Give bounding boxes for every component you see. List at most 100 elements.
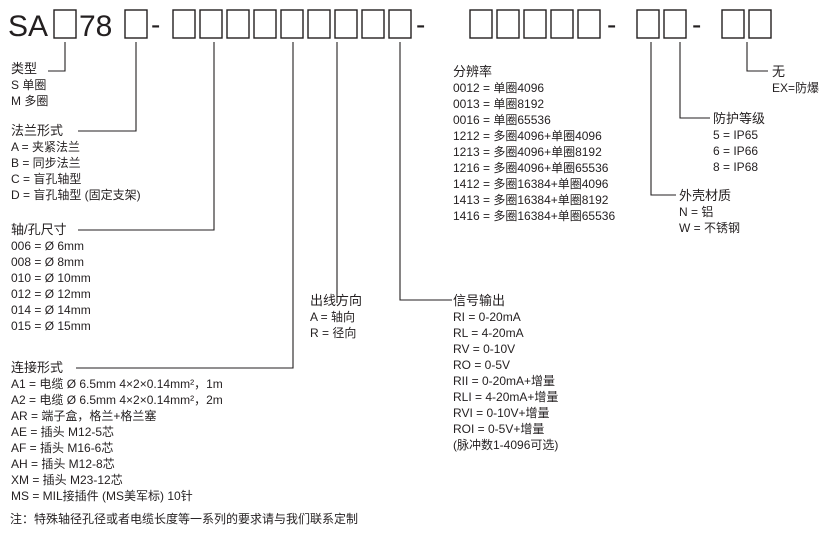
list-item: 1416 = 多圈16384+单圈65536 <box>453 209 616 223</box>
leader-shaft <box>78 42 215 231</box>
leader-protection <box>679 42 710 119</box>
list-item: 1213 = 多圈4096+单圈8192 <box>453 145 602 159</box>
leader-housing <box>650 42 676 196</box>
list-item: 8 = IP68 <box>713 160 759 174</box>
group-flange: 法兰形式 A = 夹紧法兰 B = 同步法兰 C = 盲孔轴型 D = 盲孔轴型… <box>11 122 141 203</box>
leader-explosion <box>746 42 768 72</box>
code-slot-type <box>53 9 77 39</box>
list-item: RVI = 0-10V+增量 <box>453 406 550 420</box>
code-separator-3: - <box>607 9 616 40</box>
group-explosion-title: 无 <box>772 64 786 79</box>
list-item: 012 = Ø 12mm <box>11 287 91 301</box>
list-item: S 单圈 <box>11 78 47 92</box>
code-slot-signal-1 <box>334 9 358 39</box>
group-outlet-title: 出线方向 <box>310 293 363 308</box>
group-connection-title: 连接形式 <box>11 360 64 375</box>
group-flange-title: 法兰形式 <box>11 123 64 138</box>
list-item: R = 径向 <box>310 326 357 340</box>
list-item: 6 = IP66 <box>713 144 759 158</box>
code-slot-signal-2 <box>361 9 385 39</box>
list-item: W = 不锈钢 <box>679 221 741 235</box>
list-item: A1 = 电缆 Ø 6.5mm 4×2×0.14mm²，1m <box>11 377 223 391</box>
code-slot-connection-2 <box>280 9 304 39</box>
list-item: RLI = 4-20mA+增量 <box>453 390 559 404</box>
list-item: B = 同步法兰 <box>11 156 81 170</box>
code-slot-shaft-3 <box>226 9 250 39</box>
list-item: D = 盲孔轴型 (固定支架) <box>11 188 141 202</box>
list-item: AE = 插头 M12-5芯 <box>11 425 115 439</box>
group-protection-title: 防护等级 <box>713 111 766 126</box>
list-item: RI = 0-20mA <box>453 310 521 324</box>
list-item: A = 轴向 <box>310 310 356 324</box>
code-slot-resolution-5 <box>577 9 601 39</box>
code-fixed: 78 <box>79 10 112 43</box>
group-protection: 防护等级 5 = IP65 6 = IP66 8 = IP68 <box>713 110 765 175</box>
group-resolution: 分辨率 0012 = 单圈4096 0013 = 单圈8192 0016 = 单… <box>453 63 615 224</box>
code-separator-4: - <box>692 9 701 40</box>
code-slot-explosion-1 <box>721 9 745 39</box>
list-item: MS = MIL接插件 (MS美军标) 10针 <box>11 489 193 503</box>
code-slot-shaft-1 <box>172 9 196 39</box>
list-item: 1216 = 多圈4096+单圈65536 <box>453 161 609 175</box>
group-outlet: 出线方向 A = 轴向 R = 径向 <box>310 292 362 341</box>
group-type-title: 类型 <box>11 61 38 76</box>
code-slot-housing <box>636 9 660 39</box>
list-item: EX=防爆 <box>772 81 820 95</box>
list-item: 0013 = 单圈8192 <box>453 97 545 111</box>
leader-connection <box>76 42 294 369</box>
list-item: RII = 0-20mA+增量 <box>453 374 556 388</box>
group-housing: 外壳材质 N = 铝 W = 不锈钢 <box>679 187 740 236</box>
list-item: 010 = Ø 10mm <box>11 271 91 285</box>
list-item: 5 = IP65 <box>713 128 759 142</box>
footnote: 注：特殊轴径孔径或者电缆长度等一系列的要求请与我们联系定制 <box>10 512 359 526</box>
list-item: ROI = 0-5V+增量 <box>453 422 545 436</box>
list-item: AF = 插头 M16-6芯 <box>11 441 114 455</box>
list-item: 1413 = 多圈16384+单圈8192 <box>453 193 609 207</box>
list-item: RL = 4-20mA <box>453 326 524 340</box>
list-item: C = 盲孔轴型 <box>11 172 82 186</box>
code-prefix: SA <box>8 10 48 43</box>
list-item: AH = 插头 M12-8芯 <box>11 457 115 471</box>
list-item: A2 = 电缆 Ø 6.5mm 4×2×0.14mm²，2m <box>11 393 223 407</box>
group-type: 类型 S 单圈 M 多圈 <box>11 60 48 109</box>
list-item: 006 = Ø 6mm <box>11 239 85 253</box>
list-item: 008 = Ø 8mm <box>11 255 85 269</box>
leader-signal <box>399 42 452 301</box>
group-housing-title: 外壳材质 <box>679 188 732 203</box>
group-shaft: 轴/孔尺寸 006 = Ø 6mm 008 = Ø 8mm 010 = Ø 10… <box>11 221 91 334</box>
list-item: RO = 0-5V <box>453 358 511 372</box>
code-slot-explosion-2 <box>748 9 772 39</box>
code-slot-signal-3 <box>388 9 412 39</box>
leader-flange <box>78 42 137 132</box>
code-slot-connection-1 <box>253 9 277 39</box>
code-slot-shaft-2 <box>199 9 223 39</box>
list-item: XM = 插头 M23-12芯 <box>11 473 123 487</box>
code-separator-2: - <box>416 9 425 40</box>
list-item: 014 = Ø 14mm <box>11 303 91 317</box>
code-separator-1: - <box>151 9 160 40</box>
group-resolution-title: 分辨率 <box>453 64 493 79</box>
group-explosion: 无 EX=防爆 <box>772 63 819 96</box>
code-slot-outlet <box>307 9 331 39</box>
group-signal: 信号输出 RI = 0-20mA RL = 4-20mA RV = 0-10V … <box>453 292 558 453</box>
list-item: AR = 端子盒，格兰+格兰塞 <box>11 409 157 423</box>
group-shaft-title: 轴/孔尺寸 <box>11 222 67 237</box>
code-slot-protection <box>663 9 687 39</box>
code-slot-flange <box>124 9 148 39</box>
group-connection: 连接形式 A1 = 电缆 Ø 6.5mm 4×2×0.14mm²，1m A2 =… <box>11 359 223 504</box>
code-slot-resolution-2 <box>496 9 520 39</box>
list-item: RV = 0-10V <box>453 342 516 356</box>
list-item: (脉冲数1-4096可选) <box>453 438 559 452</box>
list-item: A = 夹紧法兰 <box>11 140 81 154</box>
list-item: 0016 = 单圈65536 <box>453 113 551 127</box>
list-item: 1212 = 多圈4096+单圈4096 <box>453 129 602 143</box>
list-item: N = 铝 <box>679 205 714 219</box>
group-signal-title: 信号输出 <box>453 293 506 308</box>
leader-type <box>48 42 66 72</box>
list-item: M 多圈 <box>11 94 49 108</box>
list-item: 015 = Ø 15mm <box>11 319 91 333</box>
list-item: 0012 = 单圈4096 <box>453 81 545 95</box>
list-item: 1412 = 多圈16384+单圈4096 <box>453 177 609 191</box>
code-slot-resolution-1 <box>469 9 493 39</box>
